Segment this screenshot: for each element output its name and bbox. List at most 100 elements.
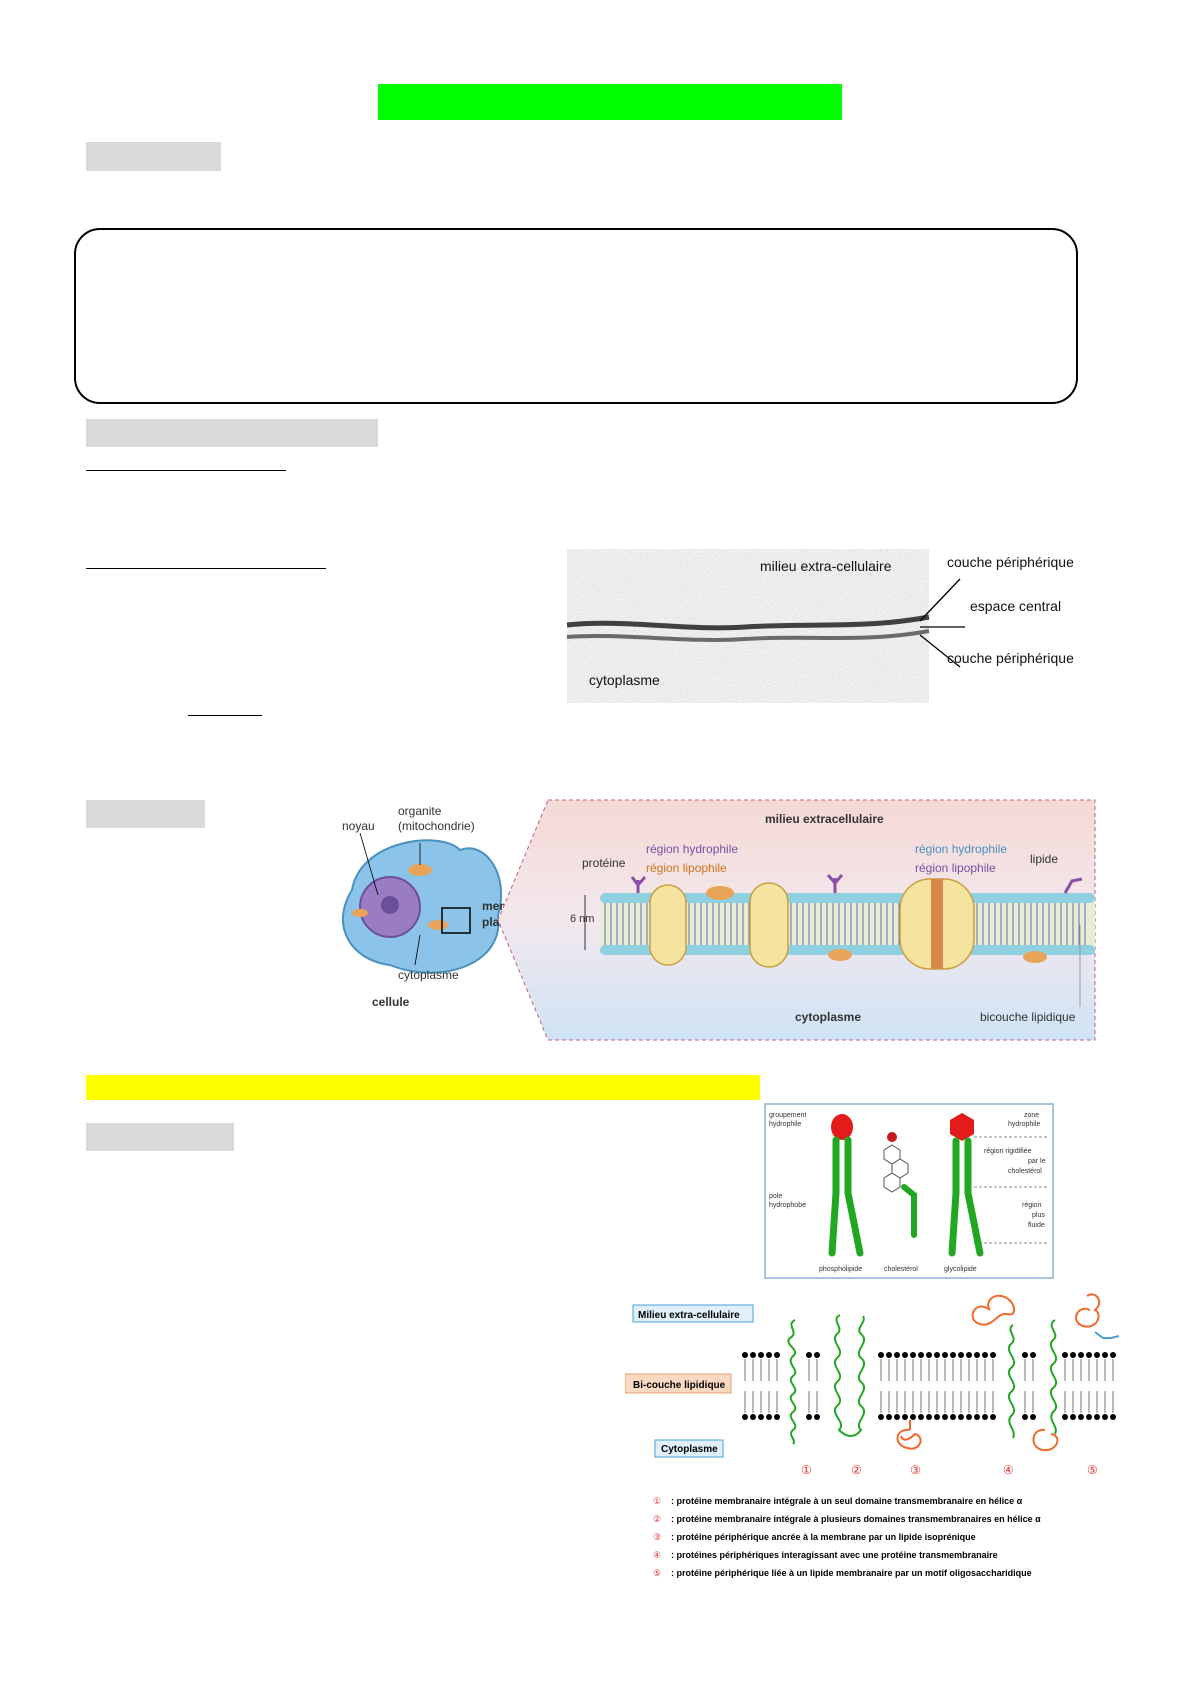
glyco-chain-3 bbox=[1063, 877, 1083, 894]
glyco-chain-2 bbox=[826, 874, 844, 893]
pole-label-2: hydrophobe bbox=[769, 1202, 806, 1209]
mitochondrion-3 bbox=[352, 909, 368, 917]
peripheral-protein-2 bbox=[828, 949, 852, 961]
protein-3-peripheral bbox=[896, 1420, 922, 1450]
membrane-dark-line-top bbox=[566, 614, 930, 631]
legend-num-4: ④ bbox=[653, 1550, 661, 1560]
cytoplasme-tag bbox=[654, 1439, 724, 1458]
glyco-chain-1 bbox=[630, 876, 647, 893]
nucleolus bbox=[381, 896, 399, 914]
thickness-label: 6 nm bbox=[570, 913, 594, 925]
glycolipid-tails bbox=[948, 1137, 984, 1257]
fluid-label-1: région bbox=[1022, 1202, 1042, 1209]
em-central-label: espace central bbox=[970, 598, 1061, 614]
definition-box bbox=[74, 228, 1078, 404]
oligosaccharide-chain bbox=[1094, 1331, 1120, 1339]
cell-membrane-figure: noyau organite (mitochondrie) membrane p… bbox=[342, 799, 1096, 1041]
em-peripheral-top-label: couche périphérique bbox=[947, 554, 1074, 570]
region-hydrophile-left: région hydrophile bbox=[646, 842, 738, 856]
legend-text-2: : protéine membranaire intégrale à plusi… bbox=[671, 1514, 1041, 1524]
zone-label-1: zone bbox=[1024, 1112, 1039, 1119]
pointer-line-top bbox=[919, 578, 961, 622]
zone-label-2: hydrophile bbox=[1008, 1121, 1040, 1128]
protein-4-peripheral-top bbox=[971, 1294, 1016, 1326]
heading-highlight-3 bbox=[86, 800, 205, 828]
legend-text-5: : protéine périphérique liée à un lipide… bbox=[671, 1568, 1032, 1578]
lipid-types-figure: groupement hydrophile pole hydrophobe zo… bbox=[764, 1103, 1054, 1279]
pointer-line-bottom bbox=[919, 634, 961, 668]
mitochondrion-2 bbox=[428, 920, 448, 930]
bicouche-tag bbox=[625, 1373, 732, 1394]
cytoplasme-pointer bbox=[414, 934, 421, 966]
heading-highlight-2 bbox=[86, 419, 378, 447]
milieu-tag bbox=[632, 1304, 754, 1323]
groupement-label-2: hydrophile bbox=[769, 1121, 801, 1128]
cytoplasme-tag-text: Cytoplasme bbox=[661, 1444, 718, 1455]
protein-number-1: ① bbox=[801, 1463, 812, 1477]
groupement-label-1: groupement bbox=[769, 1112, 806, 1119]
cholesterol-tail bbox=[901, 1184, 917, 1238]
cell-body bbox=[342, 839, 503, 974]
organite-label-2: (mitochondrie) bbox=[398, 819, 475, 833]
protein-5-peripheral bbox=[1075, 1293, 1101, 1328]
organite-label-1: organite bbox=[398, 804, 442, 818]
glycolipid-head bbox=[950, 1113, 974, 1141]
milieu-tag-text: Milieu extra-cellulaire bbox=[638, 1310, 740, 1321]
bilayer-tails-lines bbox=[744, 1359, 1114, 1413]
legend-num-2: ② bbox=[653, 1514, 661, 1524]
peripheral-protein-1 bbox=[706, 886, 734, 900]
noyau-pointer bbox=[359, 832, 379, 896]
membrane-proteins-figure: Milieu extra-cellulaire Bi-couche lipidi… bbox=[625, 1293, 1120, 1578]
rigid-label-3: cholestérol bbox=[1008, 1168, 1042, 1175]
protein-number-4: ④ bbox=[1003, 1463, 1014, 1477]
legend-num-5: ⑤ bbox=[653, 1568, 661, 1578]
bilayer-top-heads bbox=[742, 1352, 1116, 1358]
bicouche-label: bicouche lipidique bbox=[980, 1010, 1076, 1024]
legend-num-3: ③ bbox=[653, 1532, 661, 1542]
cholesterol-rings bbox=[883, 1144, 909, 1193]
protein-number-2: ② bbox=[851, 1463, 862, 1477]
subheading-underline-2 bbox=[86, 568, 326, 569]
section-highlight bbox=[86, 1075, 760, 1100]
protein-4-helix bbox=[1008, 1324, 1016, 1439]
phospholipide-label: phospholipide bbox=[819, 1266, 862, 1273]
protein-4-peripheral-bottom bbox=[1032, 1428, 1059, 1452]
phospholipid-head bbox=[831, 1114, 853, 1140]
pole-label-1: pole bbox=[769, 1193, 782, 1200]
protein-4b-helix bbox=[1050, 1319, 1058, 1435]
em-cytoplasm-label: cytoplasme bbox=[589, 672, 660, 688]
cholesterol-label: cholestérol bbox=[884, 1266, 918, 1273]
protein-3-channel bbox=[931, 879, 943, 969]
em-peripheral-bottom-label: couche périphérique bbox=[947, 650, 1074, 666]
protein-number-3: ③ bbox=[910, 1463, 921, 1477]
glycolipide-label: glycolipide bbox=[944, 1266, 977, 1273]
word-underline bbox=[188, 715, 262, 716]
protein-2-helix bbox=[834, 1314, 866, 1437]
noyau-label: noyau bbox=[342, 819, 375, 833]
protein-2 bbox=[749, 882, 789, 968]
mitochondrion-1 bbox=[408, 864, 432, 876]
legend-text-3: : protéine périphérique ancrée à la memb… bbox=[671, 1532, 976, 1542]
region-hydrophile-right: région hydrophile bbox=[915, 842, 1007, 856]
em-extracellular-label: milieu extra-cellulaire bbox=[760, 558, 892, 574]
protein-1-helix bbox=[787, 1319, 797, 1445]
fluid-label-2: plus bbox=[1032, 1212, 1045, 1219]
rigid-label-2: par le bbox=[1028, 1158, 1046, 1165]
fluid-label-3: fluide bbox=[1028, 1222, 1045, 1229]
rigid-label-1: région rigidifiée bbox=[984, 1148, 1032, 1155]
phospholipid-tails bbox=[828, 1136, 864, 1257]
bilayer-bottom-heads bbox=[742, 1414, 1116, 1420]
cholesterol-head bbox=[887, 1132, 897, 1142]
cytoplasme-zoom-label: cytoplasme bbox=[795, 1010, 861, 1024]
bicouche-tag-text: Bi-couche lipidique bbox=[633, 1380, 726, 1391]
title-highlight bbox=[378, 84, 842, 120]
heading-highlight-4 bbox=[86, 1123, 234, 1151]
lipide-label: lipide bbox=[1030, 852, 1058, 866]
legend-text-4: : protéines périphériques interagissant … bbox=[671, 1550, 998, 1560]
electron-micrograph-figure: milieu extra-cellulaire cytoplasme couch… bbox=[566, 549, 1074, 703]
cellule-label: cellule bbox=[372, 995, 410, 1009]
proteine-label: protéine bbox=[582, 856, 626, 870]
legend-text-1: : protéine membranaire intégrale à un se… bbox=[671, 1496, 1023, 1506]
protein-1 bbox=[649, 884, 687, 966]
peripheral-protein-3 bbox=[1023, 951, 1047, 963]
